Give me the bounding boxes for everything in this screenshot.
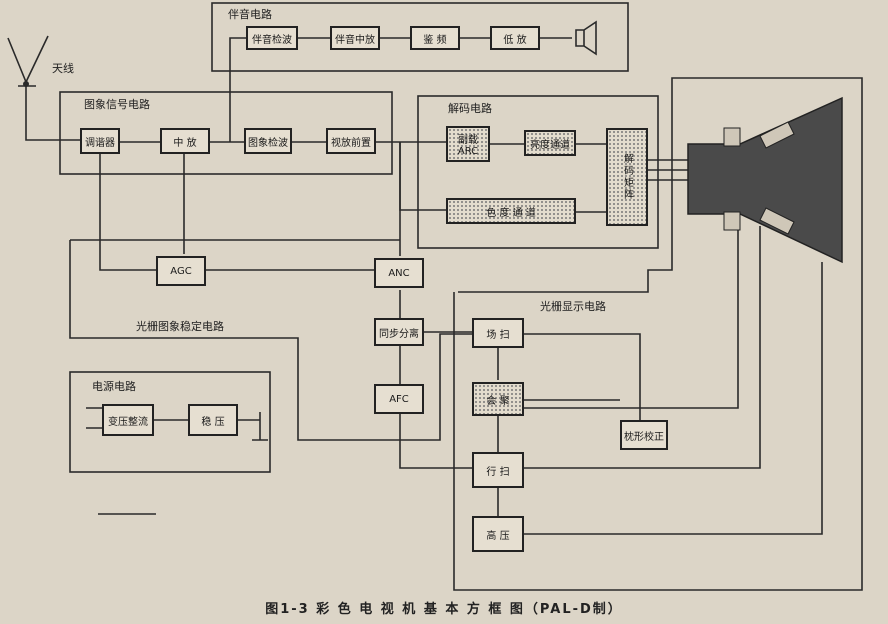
sound-detect-block: 伴音检波 [246,26,298,50]
hv-block: 高 压 [472,516,524,552]
audio-amp-block: 低 放 [490,26,540,50]
section-raster-display-label: 光栅显示电路 [540,300,606,313]
section-image-label: 图象信号电路 [84,98,150,111]
field-scan-block: 场 扫 [472,318,524,348]
line-scan-block: 行 扫 [472,452,524,488]
afc-block: AFC [374,384,424,414]
video-pre-block: 视放前置 [326,128,376,154]
if-amp-block: 中 放 [160,128,210,154]
discriminator-block: 鉴 频 [410,26,460,50]
anc-block: ANC [374,258,424,288]
section-sound-label: 伴音电路 [228,8,272,21]
chroma-block: 色 度 通 道 [446,198,576,224]
figure-caption: 图1-3 彩 色 电 视 机 基 本 方 框 图（PAL-D制） [265,602,623,617]
section-decode-label: 解码电路 [448,102,492,115]
image-detect-block: 图象检波 [244,128,292,154]
antenna-label: 天线 [52,62,74,75]
tuner-block: 调谐器 [80,128,120,154]
sound-if-block: 伴音中放 [330,26,380,50]
acc-arc-block: 副载ARC [446,126,490,162]
agc-block: AGC [156,256,206,286]
pincushion-block: 枕形校正 [620,420,668,450]
regulator-block: 稳 压 [188,404,238,436]
sync-sep-block: 同步分离 [374,318,424,346]
convergence-block: 会 聚 [472,382,524,416]
section-power-label: 电源电路 [92,380,136,393]
matrix-block: 解码矩阵 [606,128,648,226]
luma-block: 亮度通道 [524,130,576,156]
transformer-block: 变压整流 [102,404,154,436]
section-raster-stable-label: 光栅图象稳定电路 [136,320,224,333]
